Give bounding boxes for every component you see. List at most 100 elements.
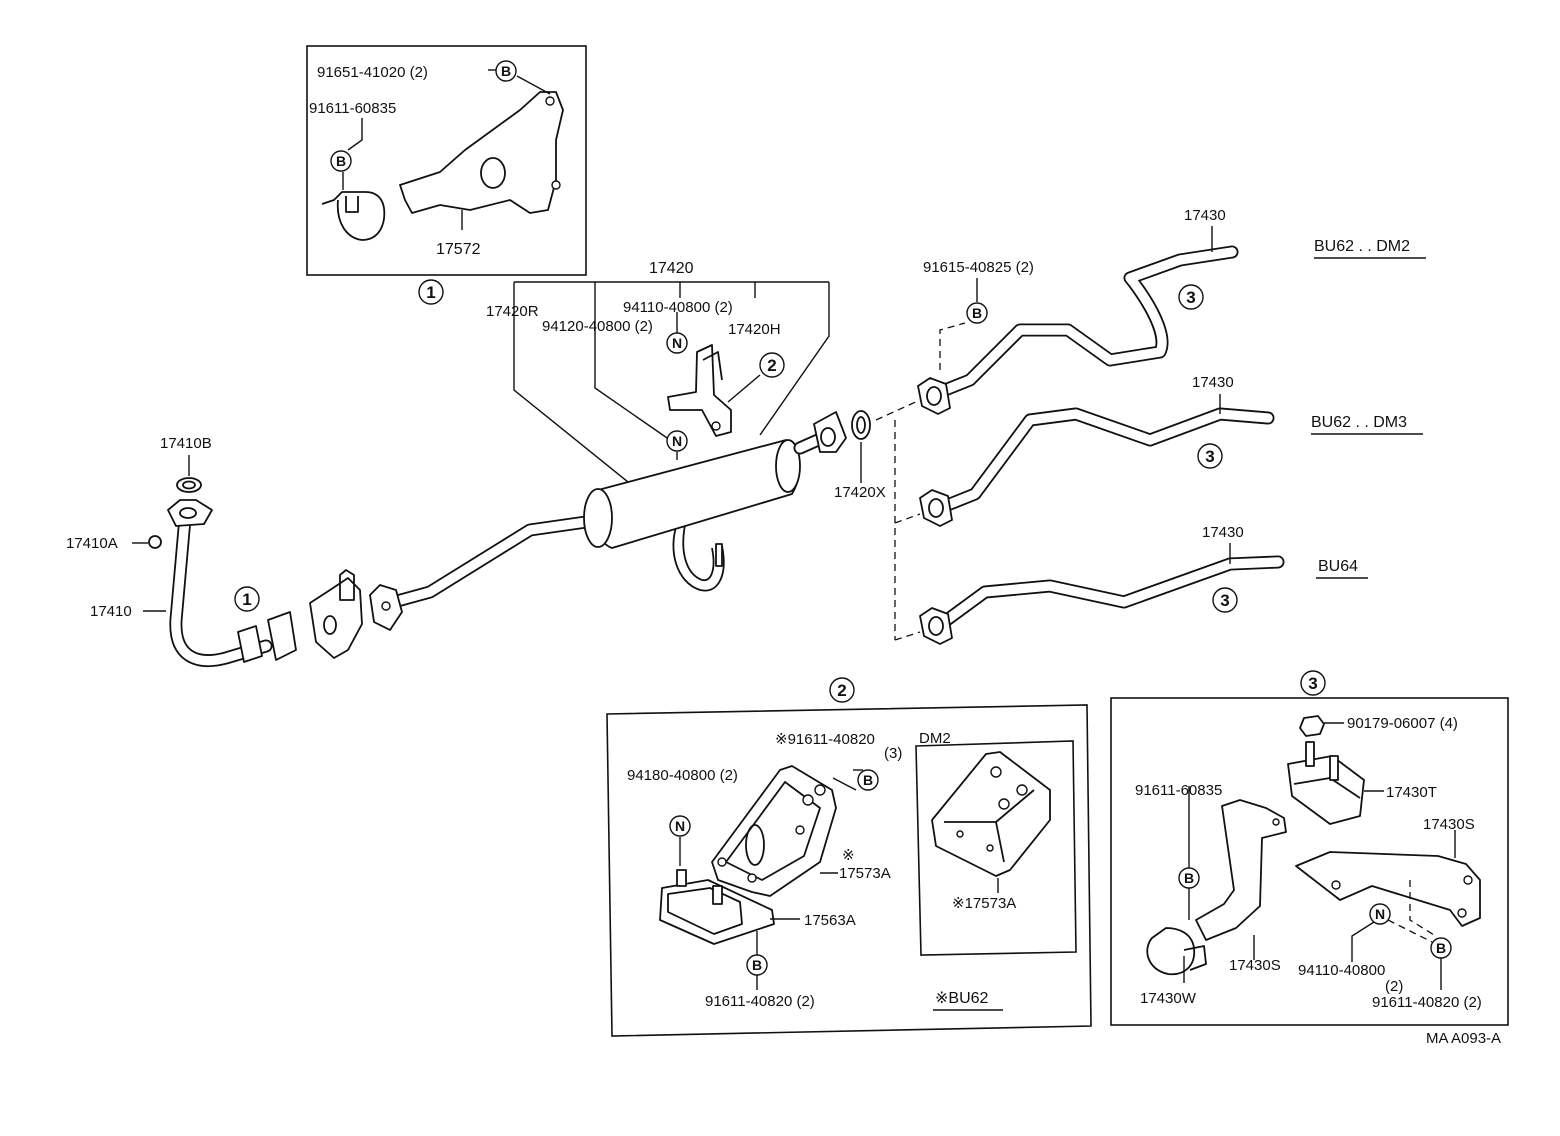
dm2-title: DM2 <box>919 730 951 747</box>
label-17410B: 17410B <box>160 435 212 452</box>
bolt-mark-b <box>857 769 879 791</box>
mark-17573A: ※ <box>842 847 855 864</box>
label-17420R: 17420R <box>486 303 539 320</box>
bolt-mark-b <box>330 150 352 172</box>
rubber-mount-17430T <box>1287 755 1365 825</box>
callout-3-v1 <box>1178 284 1204 310</box>
clamp-hanger <box>321 191 386 241</box>
label-17430-v1: 17430 <box>1184 207 1226 224</box>
variant-label-bu62-dm3: BU62 . . DM3 <box>1311 414 1407 431</box>
label-17563A: 17563A <box>804 912 856 929</box>
label-17420H: 17420H <box>728 321 781 338</box>
svg-text:3: 3 <box>1308 674 1317 693</box>
bracket-17430S-right <box>1295 851 1481 927</box>
bolt-mark-b <box>746 954 768 976</box>
bracket-17430S-left <box>1195 799 1287 941</box>
bracket-17572 <box>399 91 564 214</box>
callout-1-pipe <box>234 586 260 612</box>
label-17430S-left: 17430S <box>1229 957 1281 974</box>
svg-text:2: 2 <box>837 681 846 700</box>
label-17430-v3: 17430 <box>1202 524 1244 541</box>
label-91611-40820-box3: 91611-40820 (2) <box>1372 994 1482 1011</box>
muffler-leaders: 17420 17420R 94110-40800 (2) 94120-40800… <box>486 260 830 529</box>
nut-mark-n <box>669 815 691 837</box>
front-pipe-17410: 17410B 17410A 17410 1 <box>66 435 297 668</box>
clamp-17430W <box>1146 927 1196 976</box>
rubber-mount-17563A <box>659 879 775 945</box>
converter-unit <box>309 577 363 659</box>
note-bu62: ※BU62 <box>935 990 989 1007</box>
muffler-assy-17420 <box>369 411 847 631</box>
tail-pipe-variant-3 <box>919 555 1285 645</box>
svg-text:B: B <box>1184 870 1194 886</box>
bolt-mark-b <box>1178 867 1200 889</box>
label-17573A-dm2: ※17573A <box>952 895 1016 912</box>
svg-text:1: 1 <box>426 283 435 302</box>
label-17410: 17410 <box>90 603 132 620</box>
nut-mark-n <box>666 332 688 354</box>
svg-text:B: B <box>972 305 982 321</box>
svg-text:N: N <box>672 433 682 449</box>
label-17420: 17420 <box>649 260 694 277</box>
nut-17410A <box>148 535 162 549</box>
qty-94110-40800-box3: (2) <box>1385 978 1403 995</box>
dm2-variant-box <box>915 740 1077 956</box>
svg-text:B: B <box>752 957 762 973</box>
svg-text:B: B <box>1436 940 1446 956</box>
label-91611-40820-bu62: ※91611-40820 <box>775 731 875 748</box>
callout-3-v2 <box>1197 443 1223 469</box>
hanger-bracket-17420H <box>667 344 732 437</box>
callout-2-box <box>829 677 855 703</box>
label-17430W: 17430W <box>1140 990 1197 1007</box>
label-91611-40820: 91611-40820 (2) <box>705 993 815 1010</box>
variant-label-bu64: BU64 <box>1318 558 1358 575</box>
svg-text:B: B <box>863 772 873 788</box>
detail-box-1: B B 91651-41020 (2) 91611-60835 17572 <box>306 45 587 276</box>
detail-box-2: N B B ※91611-40820 (3) 94180-40800 (2) ※… <box>606 704 1092 1037</box>
callout-3-box <box>1300 670 1326 696</box>
label-17430-v2: 17430 <box>1192 374 1234 391</box>
label-17573A: 17573A <box>839 865 891 882</box>
label-94180-40800: 94180-40800 (2) <box>627 767 738 784</box>
svg-text:1: 1 <box>242 590 251 609</box>
label-17430T: 17430T <box>1386 784 1437 801</box>
label-17420X: 17420X <box>834 484 886 501</box>
svg-text:B: B <box>336 153 346 169</box>
svg-text:N: N <box>672 335 682 351</box>
qty-91611-40820-bu62: (3) <box>884 745 902 762</box>
gasket-17410B <box>176 477 202 493</box>
nut-mark-n <box>666 430 688 452</box>
label-91651-41020: 91651-41020 (2) <box>317 64 428 81</box>
bolt-mark-b <box>966 302 988 324</box>
label-90179-06007: 90179-06007 (4) <box>1347 715 1458 732</box>
bolt-mark-b <box>495 60 517 82</box>
detail-box-3: 90179-06007 (4) 17430T 17430S B N B <box>1110 697 1509 1026</box>
variant-label-bu62-dm2: BU62 . . DM2 <box>1314 238 1410 255</box>
label-94120-40800: 94120-40800 (2) <box>542 318 653 335</box>
bracket-17573A-dm2 <box>931 751 1051 877</box>
nut-90179-06007 <box>1299 715 1325 737</box>
svg-text:2: 2 <box>767 356 776 375</box>
tail-pipe-variant-2 <box>919 407 1275 527</box>
svg-text:3: 3 <box>1186 288 1195 307</box>
nut-mark-n <box>1369 903 1391 925</box>
label-91615-40825: 91615-40825 (2) <box>923 259 1034 276</box>
svg-text:N: N <box>675 818 685 834</box>
figure-code: MA A093-A <box>1426 1030 1501 1047</box>
label-17572: 17572 <box>436 241 481 258</box>
tail-pipe-variant-1 <box>917 245 1239 415</box>
label-17410A: 17410A <box>66 535 118 552</box>
hanger-strap-17420R <box>672 523 725 592</box>
label-94110-40800: 94110-40800 (2) <box>623 299 733 316</box>
svg-text:B: B <box>501 63 511 79</box>
label-91611-60835: 91611-60835 <box>309 100 396 117</box>
label-91611-60835-box3: 91611-60835 <box>1135 782 1222 799</box>
svg-text:3: 3 <box>1220 591 1229 610</box>
callout-1-top <box>418 279 444 305</box>
label-94110-40800-box3: 94110-40800 <box>1298 962 1385 979</box>
label-17430S-right: 17430S <box>1423 816 1475 833</box>
svg-text:3: 3 <box>1205 447 1214 466</box>
gasket-17420X <box>851 410 871 440</box>
callout-2-bracket <box>759 352 785 378</box>
